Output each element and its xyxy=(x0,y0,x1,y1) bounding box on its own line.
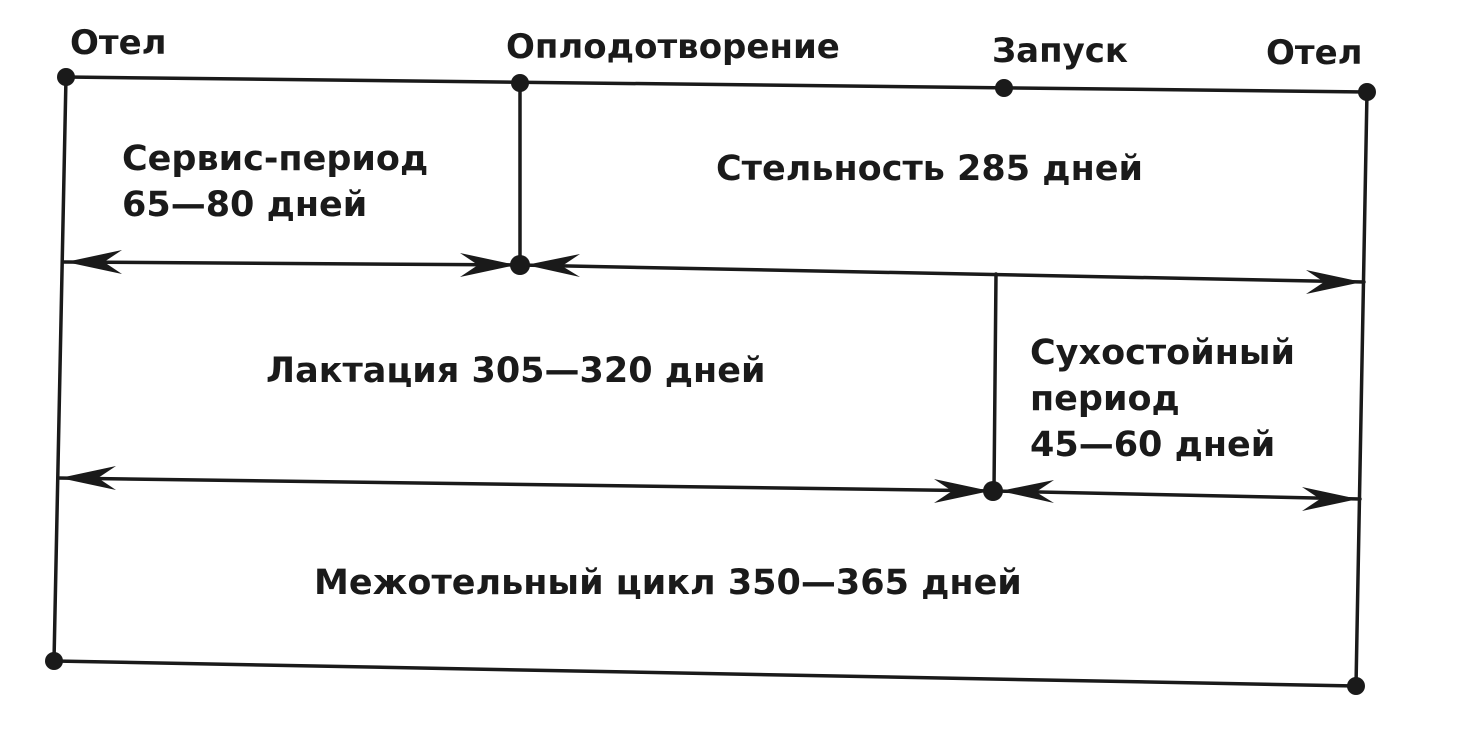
calving-start-label: Отел xyxy=(70,23,167,63)
lactation-arrowhead-right xyxy=(934,479,990,503)
left-border-line xyxy=(52,75,68,663)
lactation-arrow-line xyxy=(56,476,996,493)
dry-arrowhead-right xyxy=(1302,487,1358,511)
cycle-start-dot xyxy=(45,652,63,670)
service-arrowhead-left xyxy=(66,250,122,274)
service-period-name: Сервис-период xyxy=(122,139,429,179)
bottom-border-line xyxy=(52,659,1358,688)
intercalving-cycle-label: Межотельный цикл 350—365 дней xyxy=(314,563,1022,603)
fertilization-label: Оплодотворение xyxy=(506,27,840,67)
top-border-line xyxy=(64,75,1369,94)
service-period-duration: 65—80 дней xyxy=(122,185,368,225)
fertilization-junction-dot xyxy=(510,255,530,275)
lactation-arrowhead-left xyxy=(60,466,116,490)
pregnancy-arrowhead-left xyxy=(526,254,580,277)
dry-period-line2: период xyxy=(1030,379,1180,419)
calving-end-label: Отел xyxy=(1266,33,1363,73)
dry-period-duration: 45—60 дней xyxy=(1030,425,1276,465)
dry-off-label: Запуск xyxy=(992,31,1128,71)
calving-end-dot xyxy=(1358,83,1376,101)
right-border-line xyxy=(1354,90,1369,688)
pregnancy-arrowhead-right xyxy=(1306,270,1362,294)
service-period-arrow-line xyxy=(62,260,522,267)
fertilization-dot xyxy=(511,74,529,92)
dry-arrowhead-left xyxy=(1000,480,1054,503)
service-period-label: Сервис-период 65—80 дней xyxy=(122,136,428,228)
pregnancy-label: Стельность 285 дней xyxy=(716,149,1144,189)
lactation-label: Лактация 305—320 дней xyxy=(266,351,766,391)
dry-off-divider-line xyxy=(992,272,998,492)
dry-period-label: Сухостойный период 45—60 дней xyxy=(1030,330,1295,468)
dry-off-junction-dot xyxy=(983,481,1003,501)
dry-off-dot xyxy=(995,79,1013,97)
dry-period-line1: Сухостойный xyxy=(1030,333,1296,373)
service-arrowhead-right xyxy=(460,253,516,277)
dry-period-arrow-line xyxy=(992,489,1362,501)
calving-start-dot xyxy=(57,68,75,86)
pregnancy-arrow-line xyxy=(518,263,1366,284)
cycle-end-dot xyxy=(1347,677,1365,695)
